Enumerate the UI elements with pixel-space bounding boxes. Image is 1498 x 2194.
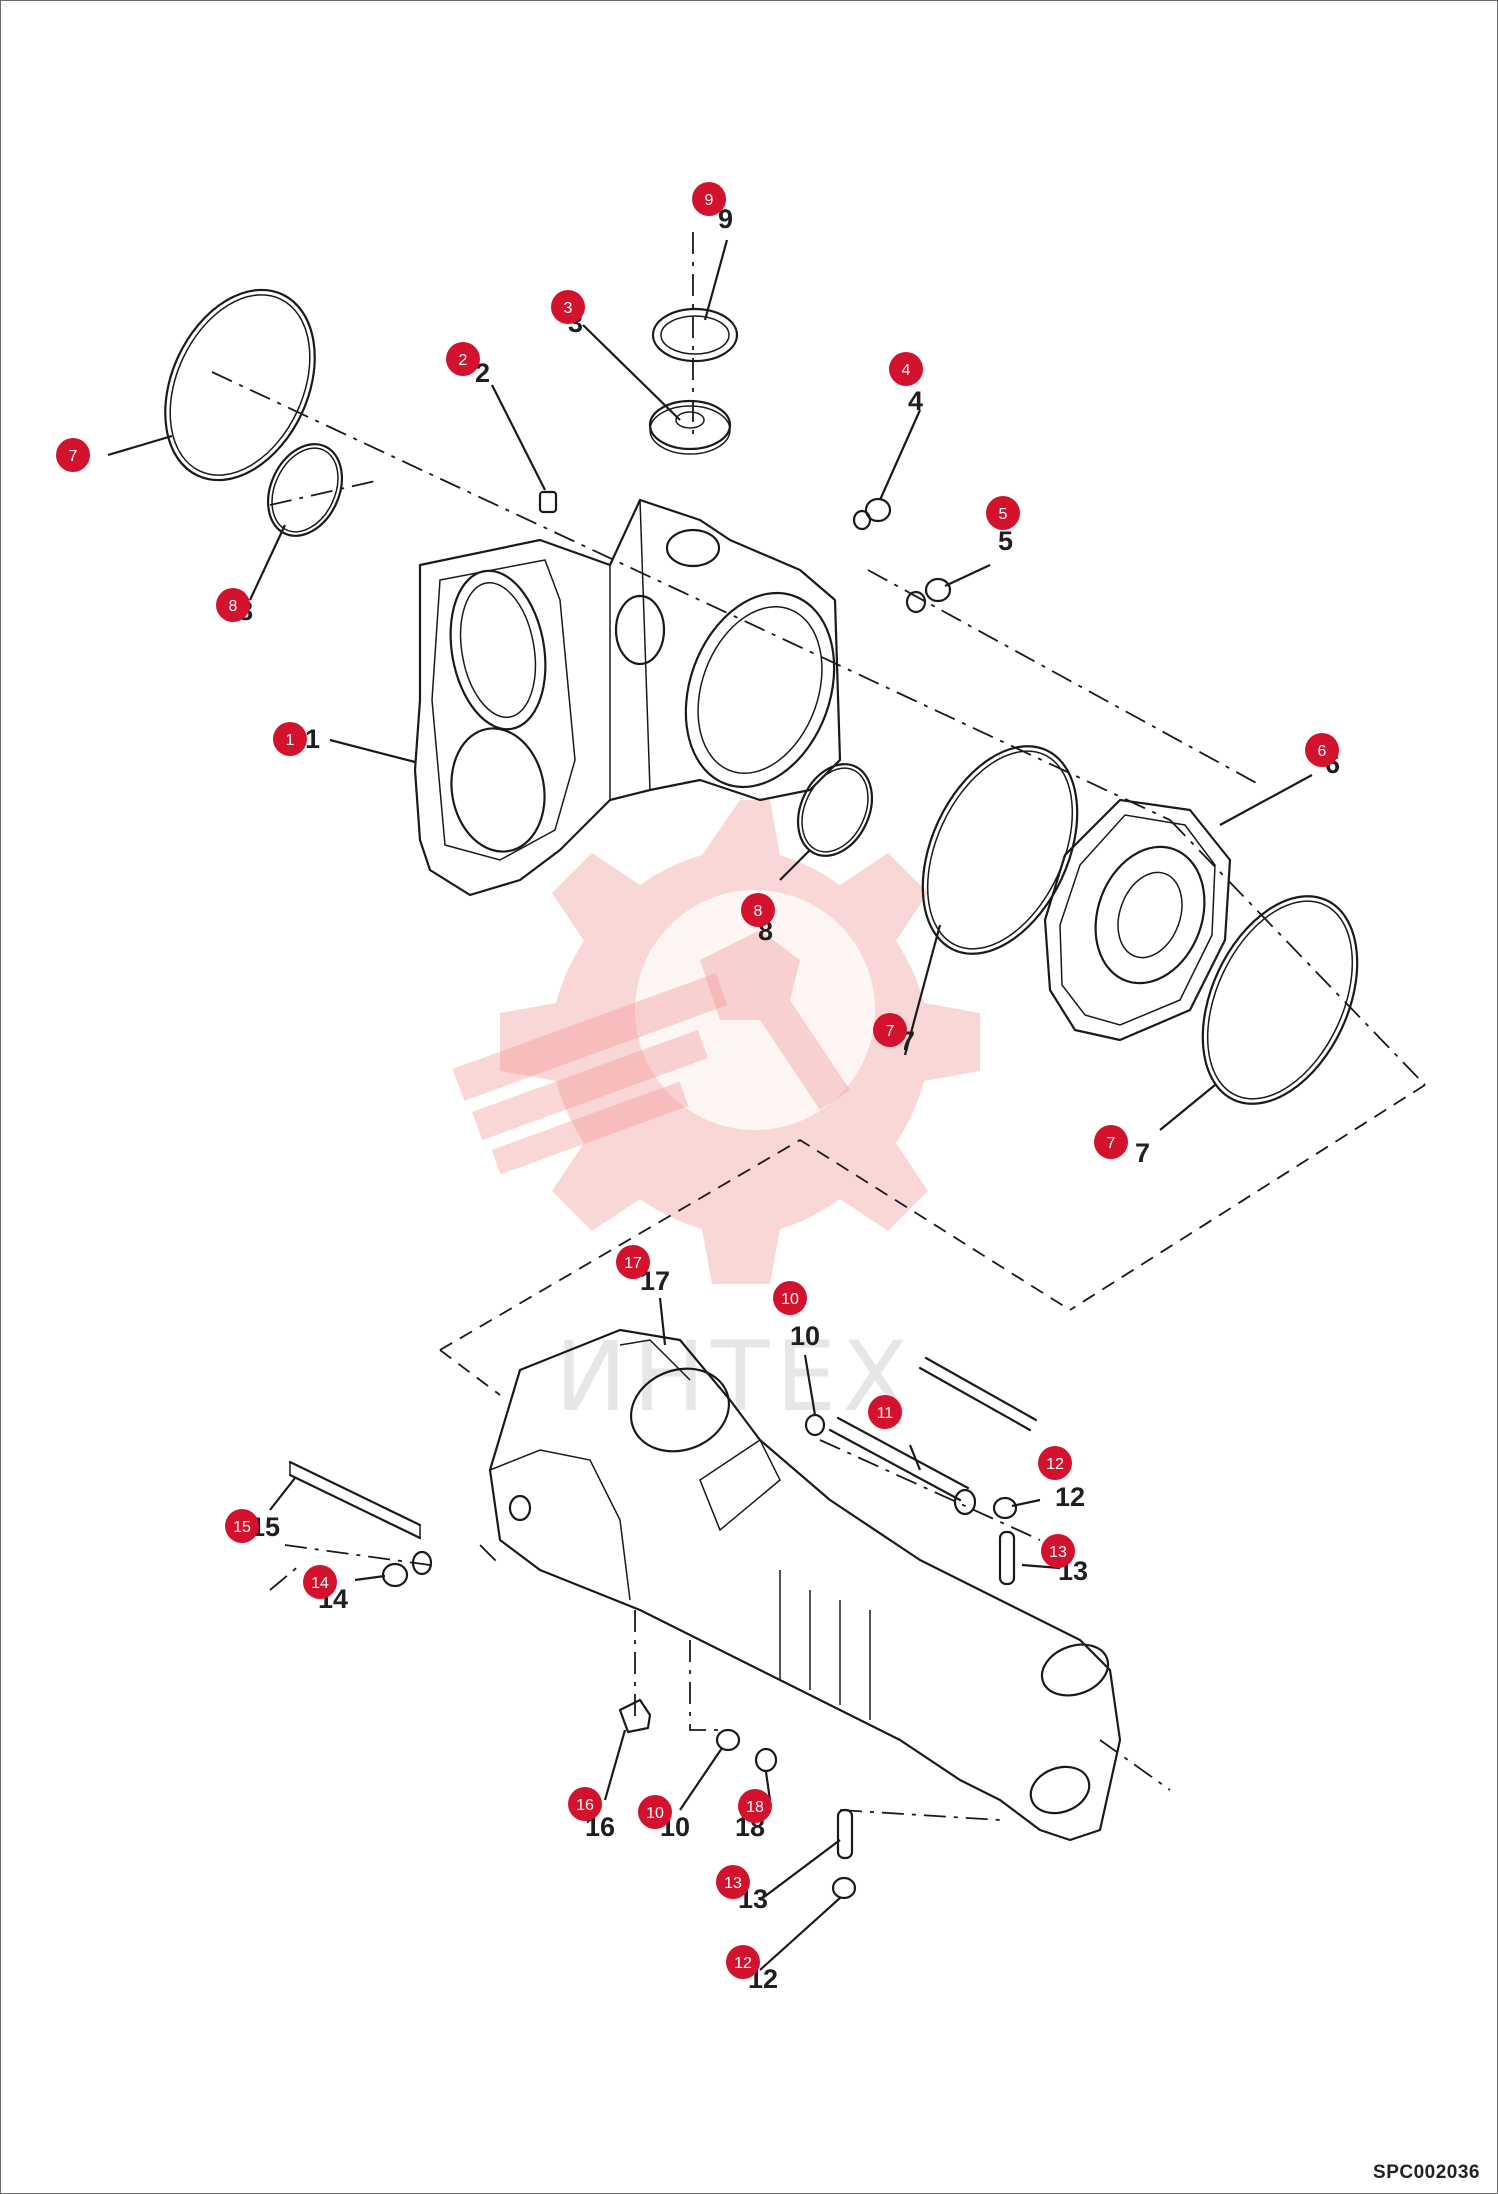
badge-15: 15 — [225, 1509, 259, 1543]
badge-8-left: 8 — [216, 588, 250, 622]
label-9: 9 — [718, 204, 733, 234]
label-12-upper: 12 — [1055, 1482, 1085, 1512]
retaining-ring — [651, 307, 739, 363]
o-ring-small-left — [267, 443, 343, 537]
leader-lines — [107, 239, 1313, 1971]
plug-part-18 — [754, 1747, 778, 1773]
stud-part-upper — [918, 1356, 1038, 1432]
o-ring-large-left — [164, 288, 316, 482]
badge-4: 4 — [889, 352, 923, 386]
drawing-code: SPC002036 — [1373, 2162, 1480, 2183]
washer-part-10-lower — [715, 1728, 741, 1752]
badge-7-lower: 7 — [1094, 1125, 1128, 1159]
o-ring-small-right — [797, 763, 873, 857]
label-5: 5 — [998, 526, 1013, 556]
badge-11: 11 — [868, 1395, 902, 1429]
badge-12-lower: 12 — [726, 1945, 760, 1979]
svg-text:17: 17 — [624, 1255, 642, 1272]
svg-text:13: 13 — [1049, 1544, 1067, 1561]
badge-8-right: 8 — [741, 893, 775, 927]
label-4: 4 — [908, 386, 923, 416]
fitting-part-4 — [852, 497, 892, 531]
badge-10-upper: 10 — [773, 1281, 807, 1315]
svg-text:13: 13 — [724, 1875, 742, 1892]
watermark-text: ИНТЕХ — [555, 1321, 914, 1433]
badge-10-lower: 10 — [638, 1795, 672, 1829]
svg-text:1: 1 — [286, 732, 295, 749]
svg-text:7: 7 — [69, 448, 78, 465]
svg-text:10: 10 — [646, 1805, 664, 1822]
svg-text:7: 7 — [1107, 1135, 1116, 1152]
plug-part-16 — [618, 1698, 652, 1734]
badge-14: 14 — [303, 1565, 337, 1599]
badge-12-upper: 12 — [1038, 1446, 1072, 1480]
o-ring-large-right — [1201, 895, 1359, 1105]
badge-7-left: 7 — [56, 438, 90, 472]
badge-6: 6 — [1305, 733, 1339, 767]
badge-7-mid: 7 — [873, 1013, 907, 1047]
svg-text:2: 2 — [459, 352, 468, 369]
svg-text:12: 12 — [734, 1955, 752, 1972]
badge-5: 5 — [986, 496, 1020, 530]
axle-housing — [488, 1328, 1122, 1842]
central-housing — [413, 498, 842, 897]
slotted-nut — [648, 399, 732, 455]
label-2: 2 — [475, 358, 490, 388]
fitting-part-5 — [905, 577, 952, 614]
svg-text:7: 7 — [886, 1023, 895, 1040]
badge-3: 3 — [551, 290, 585, 324]
watermark-logo — [452, 800, 980, 1284]
nut-part-12-upper — [992, 1496, 1018, 1520]
svg-text:9: 9 — [705, 192, 714, 209]
o-ring-large-mid — [921, 745, 1079, 955]
plug-part-2 — [538, 490, 558, 514]
svg-text:14: 14 — [311, 1575, 329, 1592]
badge-13-lower: 13 — [716, 1865, 750, 1899]
badge-9: 9 — [692, 182, 726, 216]
label-7-lower: 7 — [1135, 1138, 1150, 1168]
label-1: 1 — [305, 724, 320, 754]
svg-text:15: 15 — [233, 1519, 251, 1536]
cover-plate — [1043, 798, 1232, 1042]
nut-washer-part-14 — [381, 1550, 433, 1588]
callout-badges: 1 2 3 4 5 6 7 7 7 8 8 9 10 10 11 12 12 1… — [56, 182, 1339, 1979]
svg-text:4: 4 — [902, 362, 911, 379]
svg-text:6: 6 — [1318, 743, 1327, 760]
assembly-axis-lines — [211, 232, 1426, 1821]
svg-text:5: 5 — [999, 506, 1008, 523]
nut-part-12-lower — [831, 1876, 857, 1900]
pin-part-13-lower — [836, 1808, 854, 1860]
svg-text:12: 12 — [1046, 1456, 1064, 1473]
label-10-upper: 10 — [790, 1321, 820, 1351]
svg-text:11: 11 — [877, 1405, 894, 1422]
svg-text:8: 8 — [229, 598, 238, 615]
svg-text:8: 8 — [754, 903, 763, 920]
badge-2: 2 — [446, 342, 480, 376]
svg-text:10: 10 — [781, 1291, 799, 1308]
badge-1: 1 — [273, 722, 307, 756]
svg-text:18: 18 — [746, 1799, 764, 1816]
badge-16: 16 — [568, 1787, 602, 1821]
badge-17: 17 — [616, 1245, 650, 1279]
badge-13-upper: 13 — [1041, 1534, 1075, 1568]
pin-part-13-upper — [998, 1530, 1016, 1586]
svg-text:16: 16 — [576, 1797, 594, 1814]
badge-18: 18 — [738, 1789, 772, 1823]
stud-part-15 — [288, 1460, 422, 1540]
svg-text:3: 3 — [564, 300, 573, 317]
bolt-part-11 — [828, 1416, 977, 1516]
